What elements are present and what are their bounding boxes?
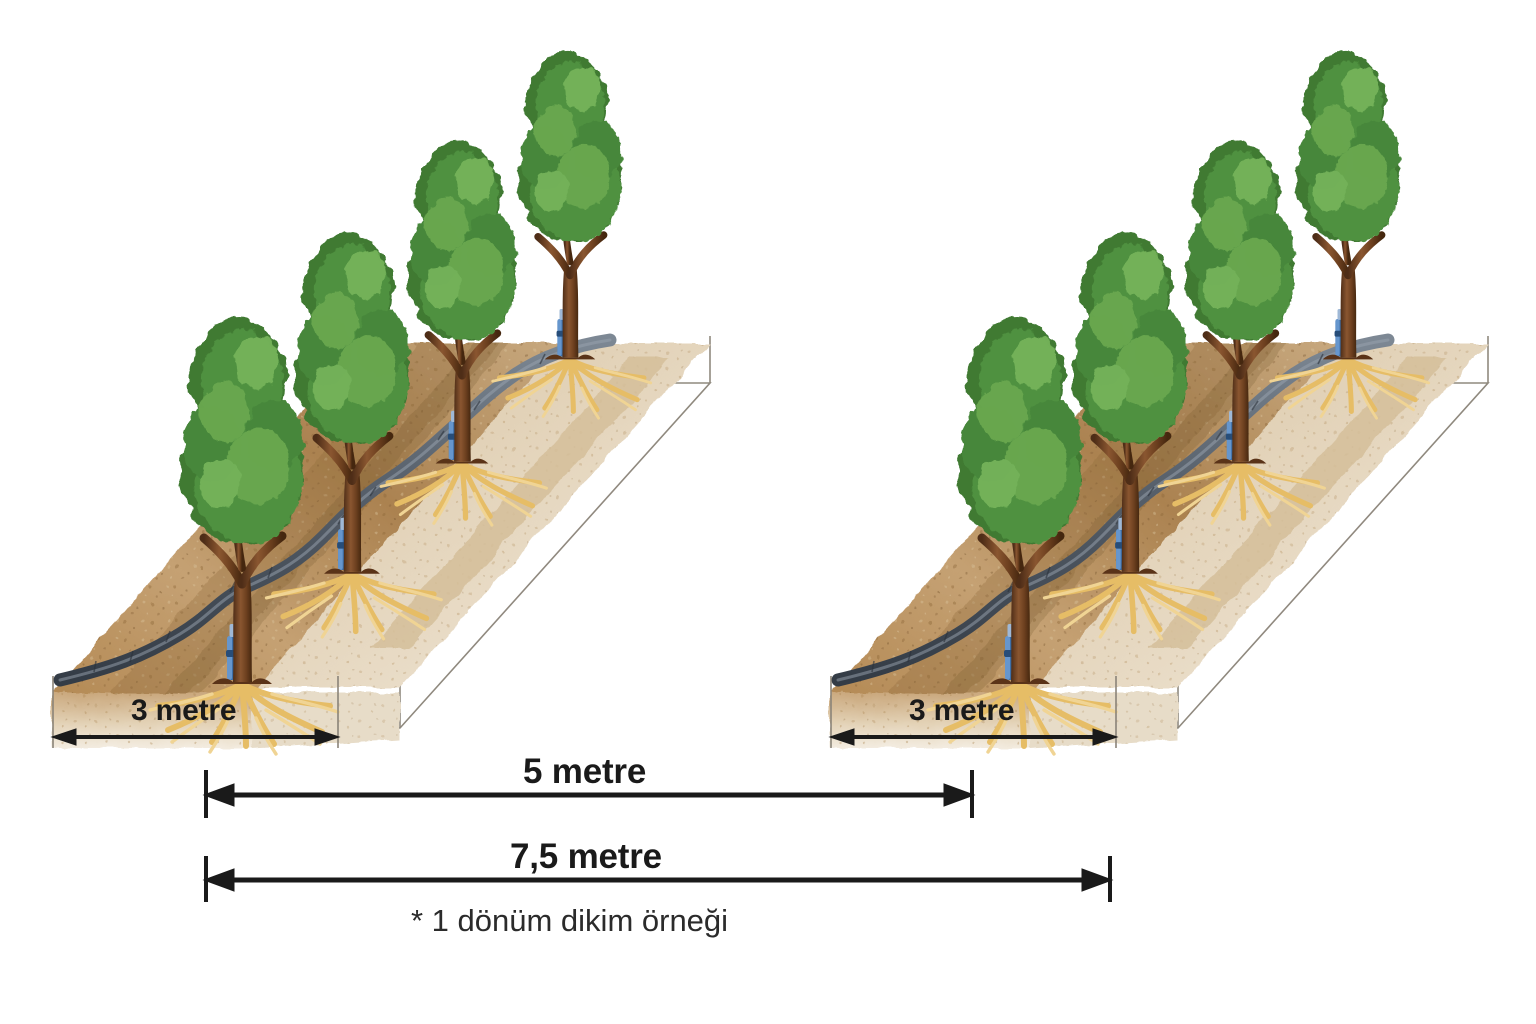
dimension-arrow-icon	[1081, 868, 1114, 892]
dimension-arrow-icon	[943, 783, 976, 807]
dimension-arrow-icon	[1092, 728, 1119, 746]
right-width-extensions	[830, 676, 1117, 748]
left-plot-width-label: 3 metre	[131, 694, 237, 727]
dimension-arrow-icon	[50, 728, 77, 746]
dimension-arrow-icon	[828, 728, 855, 746]
diagram-caption: * 1 dönüm dikim örneği	[411, 903, 729, 938]
row-pitch-label: 7,5 metre	[510, 837, 662, 876]
dimension-arrow-icon	[202, 783, 235, 807]
left-width-extensions	[52, 676, 339, 748]
right-plot-width-label: 3 metre	[909, 694, 1015, 727]
dimension-arrow-icon	[314, 728, 341, 746]
right-plot	[830, 52, 1488, 754]
dimension-arrow-icon	[202, 868, 235, 892]
row-gap-label: 5 metre	[523, 752, 647, 791]
left-plot	[52, 52, 710, 754]
